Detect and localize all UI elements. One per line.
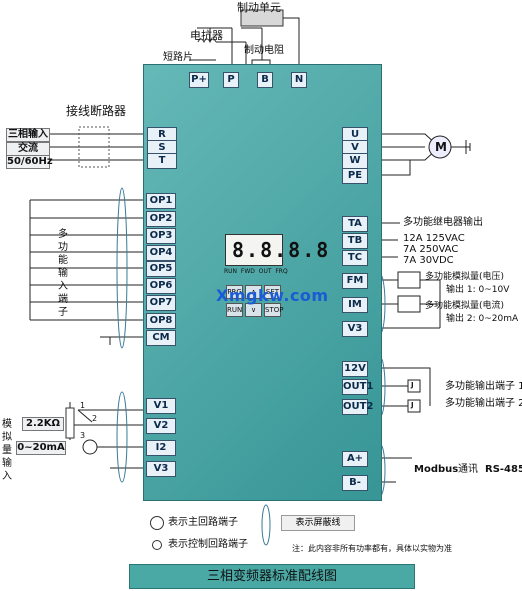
key-stop: STOP [264, 303, 283, 317]
led-run: RUN [224, 268, 238, 275]
terminal-op2: OP2 [146, 211, 176, 227]
comm-modbus: Modbus [414, 464, 459, 475]
terminal-op3: OP3 [146, 228, 176, 244]
pot-pin-1: 1 [80, 401, 86, 410]
lcd-display: 8.8.8.8 [225, 234, 328, 266]
supply-label-frequency: 50/60Hz [6, 155, 53, 169]
terminal-v3-left: V3 [146, 461, 176, 477]
pot-pin-2: 2 [92, 414, 98, 423]
terminal-out2: OUT2 [342, 399, 373, 415]
terminal-b-minus: B- [342, 475, 368, 491]
terminal-cm: CM [146, 330, 176, 346]
supply-label-voltage: 交流380V [6, 142, 50, 166]
comm-rs485: RS-485 [485, 464, 522, 475]
comm-label: 通讯 [458, 464, 478, 475]
terminal-a-plus: A+ [342, 451, 368, 467]
potentiometer-label: 2.2KΩ [22, 417, 64, 431]
terminal-t: T [147, 153, 177, 169]
legend-shield: 表示屏蔽线 [281, 515, 355, 531]
diagram-caption: 三相变频器标准配线图 [129, 564, 415, 589]
relay-rating-3: 7A 30VDC [403, 255, 454, 266]
key-run: RUN [226, 303, 243, 317]
relay-j-1: J [411, 381, 414, 389]
terminal-b: B [257, 72, 273, 88]
brake-resistor-label: 制动电阻 [244, 45, 284, 56]
led-fwd: FWD [240, 268, 255, 275]
terminal-fm: FM [342, 273, 368, 289]
analog-out-text-4: 输出 2: 0~20mA [446, 314, 519, 324]
key-up: ∧ [245, 285, 262, 299]
terminal-op4: OP4 [146, 245, 176, 261]
key-set: SET [264, 285, 281, 299]
analog-out-text-2: 输出 1: 0~10V [446, 285, 510, 295]
terminal-v1: V1 [146, 398, 176, 414]
key-prg: PRG [226, 285, 243, 299]
analog-out-text-3: 多功能模拟量(电流) [425, 301, 505, 311]
legend-control-circuit: 表示控制回路端子 [168, 539, 248, 550]
terminal-p: P [223, 72, 239, 88]
terminal-out1: OUT1 [342, 379, 373, 395]
relay-rating-1: 12A 125VAC [403, 233, 465, 244]
terminal-op6: OP6 [146, 278, 176, 294]
terminal-op7: OP7 [146, 295, 176, 311]
relay-j-2: J [411, 401, 414, 409]
pot-pin-3: 3 [80, 431, 86, 440]
terminal-p-plus: P+ [189, 72, 209, 88]
terminal-12v: 12V [342, 361, 368, 377]
legend-main-circuit: 表示主回路端子 [168, 517, 238, 528]
multi-input-label: 多功能输入端子 [58, 229, 68, 318]
terminal-pe: PE [342, 168, 368, 184]
terminal-tc: TC [342, 250, 368, 266]
analog-out-text-1: 多功能模拟量(电压) [425, 272, 505, 282]
current-source-label: 0~20mA [16, 441, 66, 455]
keypad: PRG ∧ SET RUN ∨ STOP [224, 283, 283, 325]
terminal-tb: TB [342, 233, 368, 249]
terminal-v3-right: V3 [342, 321, 368, 337]
analog-input-label: 模拟量输入 [2, 419, 12, 482]
control-terminal-icon [152, 540, 162, 550]
relay-rating-2: 7A 250VAC [403, 244, 459, 255]
relay-title: 多功能继电器输出 [403, 217, 483, 228]
terminal-i2: I2 [146, 440, 176, 456]
terminal-op8: OP8 [146, 313, 176, 329]
main-terminal-icon [150, 516, 164, 530]
short-piece-label: 短路片 [163, 52, 193, 63]
terminal-w: W [342, 153, 368, 169]
reactor-label: 电抗器 [190, 29, 223, 42]
lcd-value: 8.8.8.8 [232, 238, 331, 262]
digital-out-text-1: 多功能输出端子 1 [445, 381, 522, 392]
terminal-ta: TA [342, 216, 368, 232]
motor-symbol: M [435, 140, 447, 154]
brake-unit-label: 制动单元 [237, 1, 281, 14]
breaker-title: 接线断路器 [66, 104, 127, 118]
terminal-im: IM [342, 297, 368, 313]
led-out: OUT [258, 268, 272, 275]
terminal-v2: V2 [146, 418, 176, 434]
terminal-op5: OP5 [146, 261, 176, 277]
supply-label-phase: 三相输入 [6, 128, 50, 142]
watermark: Xmgkw.com [216, 286, 329, 305]
terminal-n: N [291, 72, 307, 88]
digital-out-text-2: 多功能输出端子 2 [445, 398, 522, 409]
led-frq: FRQ [275, 268, 288, 275]
legend-note: 注：此内容非所有功率都有，具体以实物为准 [292, 544, 452, 553]
terminal-op1: OP1 [146, 193, 176, 209]
key-down: ∨ [245, 303, 262, 317]
led-row: RUN FWD OUT FRQ [224, 268, 288, 275]
